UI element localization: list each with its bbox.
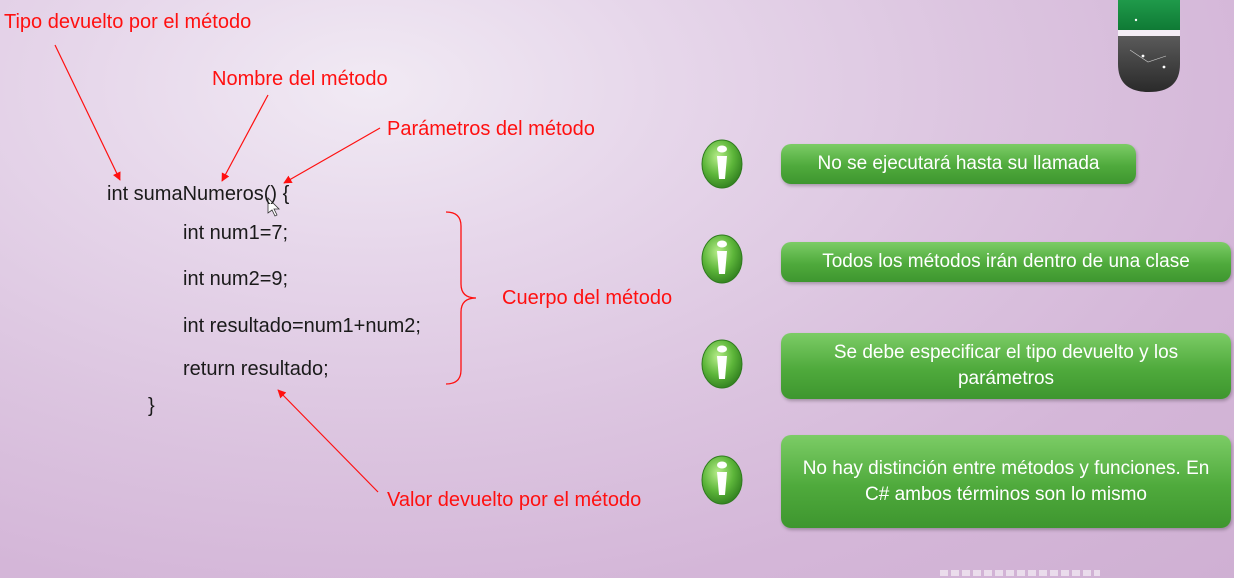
annotation-return-type: Tipo devuelto por el método	[4, 11, 252, 33]
annotation-method-name: Nombre del método	[212, 68, 388, 90]
green-circle-i-icon	[701, 455, 743, 505]
code-line-4: return resultado;	[183, 358, 329, 380]
code-line-2: int num2=9;	[183, 268, 289, 290]
code-closing-brace: }	[148, 395, 155, 417]
arrow-return-value	[277, 389, 379, 493]
code-signature: int sumaNumeros() {	[107, 183, 290, 205]
point-box-1: No se ejecutará hasta su llamada	[781, 144, 1136, 184]
annotation-return-value: Valor devuelto por el método	[387, 489, 642, 511]
code-line-1: int num1=7;	[183, 222, 289, 244]
green-circle-i-icon	[701, 234, 743, 284]
pill-logo-icon	[1118, 0, 1180, 92]
point-box-4: No hay distinción entre métodos y funcio…	[781, 435, 1231, 528]
arrow-parameters	[283, 127, 381, 184]
arrow-return-type	[54, 44, 121, 181]
green-circle-i-icon	[701, 139, 743, 189]
footer-watermark	[940, 570, 1100, 576]
code-line-3: int resultado=num1+num2;	[183, 315, 421, 337]
annotation-parameters: Parámetros del método	[387, 118, 595, 140]
mouse-cursor-icon	[267, 197, 280, 217]
point-box-2: Todos los métodos irán dentro de una cla…	[781, 242, 1231, 282]
annotation-body: Cuerpo del método	[502, 287, 673, 309]
point-box-3: Se debe especificar el tipo devuelto y l…	[781, 333, 1231, 399]
arrow-method-name	[221, 94, 269, 182]
green-circle-i-icon	[701, 339, 743, 389]
body-brace	[445, 211, 477, 385]
